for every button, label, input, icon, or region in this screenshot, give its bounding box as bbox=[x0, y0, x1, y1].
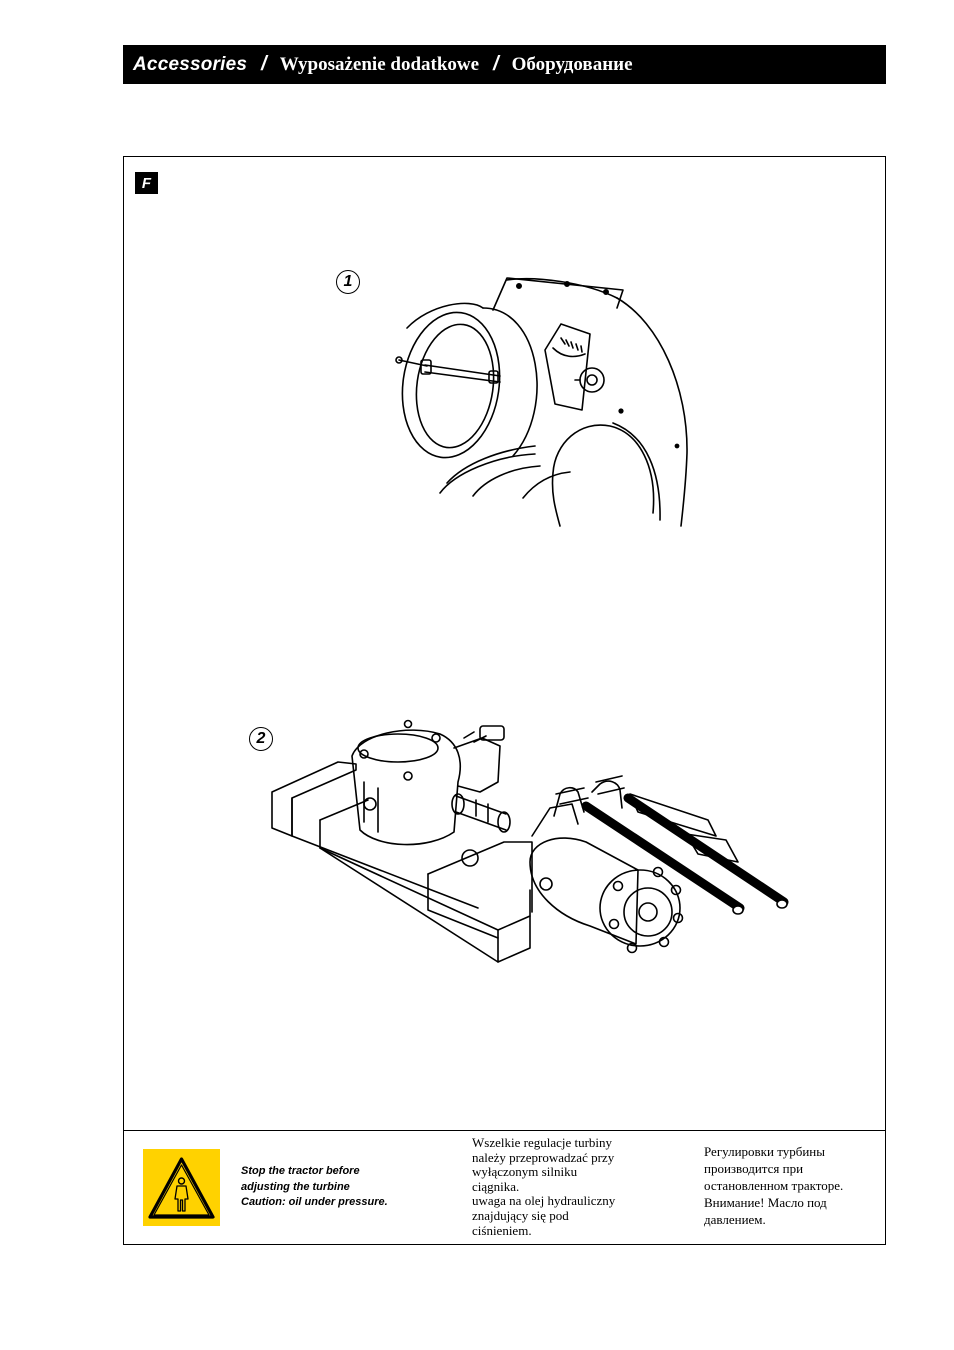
warning-en-line: Stop the tractor before bbox=[241, 1165, 360, 1177]
warning-en-line: Caution: oil under pressure. bbox=[241, 1196, 388, 1208]
warning-text-pl: Wszelkie regulacje turbiny należy przepr… bbox=[472, 1135, 672, 1238]
warning-pl-line: ciśnieniem. bbox=[472, 1222, 532, 1238]
warning-ru-line: Внимание! Масло под bbox=[704, 1195, 827, 1210]
warning-text-en: Stop the tractor before adjusting the tu… bbox=[241, 1164, 441, 1211]
title-en: Accessories bbox=[133, 53, 248, 75]
warning-pl-line: należy przeprowadzać przy bbox=[472, 1149, 615, 1165]
frame-divider bbox=[123, 1130, 886, 1131]
title-pl: Wyposażenie dodatkowe bbox=[279, 53, 480, 75]
title-separator: / bbox=[261, 53, 267, 75]
warning-text-ru: Регулировки турбины производится при ост… bbox=[704, 1143, 879, 1228]
warning-ru-line: производится при bbox=[704, 1161, 804, 1176]
warning-pl-line: uwaga na olej hydrauliczny bbox=[472, 1193, 616, 1209]
section-badge: F bbox=[135, 172, 158, 194]
warning-en-line: adjusting the turbine bbox=[241, 1180, 350, 1193]
warning-pl-line: wyłączonym silniku bbox=[472, 1164, 578, 1180]
warning-triangle-person-icon bbox=[143, 1149, 220, 1226]
warning-ru-line: остановленном тракторе. bbox=[704, 1178, 844, 1193]
figure-number-2: 2 bbox=[249, 727, 273, 751]
turbine-inlet-adjustment-drawing bbox=[395, 277, 688, 527]
warning-ru-line: давлением. bbox=[704, 1212, 766, 1227]
warning-pl-line: Wszelkie regulacje turbiny bbox=[472, 1135, 613, 1150]
title-separator: / bbox=[493, 53, 499, 75]
warning-pl-line: znajdujący się pod bbox=[472, 1207, 569, 1223]
warning-pl-line: ciągnika. bbox=[472, 1178, 520, 1194]
hydraulic-motor-gearbox-drawing bbox=[271, 719, 789, 963]
warning-ru-line: Регулировки турбины bbox=[704, 1144, 825, 1159]
figure-number-1: 1 bbox=[336, 270, 360, 294]
content-frame bbox=[123, 156, 886, 1245]
title-ru: Оборудование bbox=[511, 53, 633, 75]
header-bar: Accessories / Wyposażenie dodatkowe / Об… bbox=[123, 45, 886, 84]
